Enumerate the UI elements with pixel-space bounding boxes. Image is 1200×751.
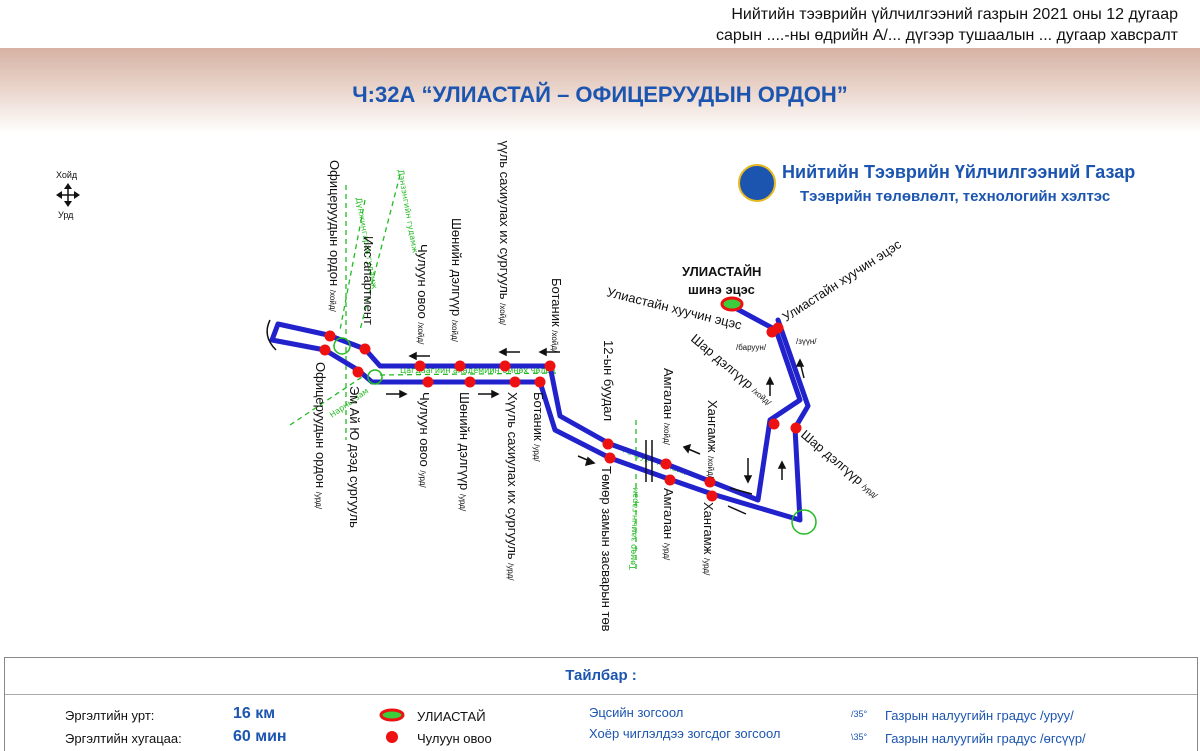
stop-label: Амгалан /хойд/ <box>661 368 676 446</box>
stop-dot <box>422 376 434 388</box>
stop-label: Улиастайн хуучин эцэс <box>779 236 904 324</box>
stop-dot <box>604 452 616 464</box>
stop-dot <box>706 490 718 502</box>
organization-department: Тээврийн төлөвлөлт, технологийн хэлтэс <box>800 188 1111 205</box>
stop-dot <box>414 360 426 372</box>
legend-slope-down-value: \35° <box>851 732 868 742</box>
stop-markers <box>319 322 802 502</box>
route-title: Ч:32А “УЛИАСТАЙ – ОФИЦЕРУУДЫН ОРДОН” <box>352 82 848 107</box>
order-note-line2: сарын ....-ны өдрийн А/... дүгээр тушаал… <box>716 27 1178 44</box>
legend-length-value: 16 км <box>233 705 276 722</box>
stop-dot <box>359 343 371 355</box>
legend-duration-label: Эргэлтийн хугацаа: <box>65 731 182 746</box>
legend-stop-icon <box>386 731 398 743</box>
stop-label: Шөнийн дэлгүүр /хойд/ <box>449 218 464 343</box>
street-label-s3: Цагдаагийн академийн өмнөх чөлөө <box>400 366 555 375</box>
organization-name: Нийтийн Тээврийн Үйлчилгээний Газар <box>782 162 1136 182</box>
stop-label: Хангамж /урд/ <box>701 502 716 576</box>
compass-arrows-icon <box>56 183 80 207</box>
stop-label: Амгалан /урд/ <box>661 488 676 561</box>
stop-dot <box>352 366 364 378</box>
legend-terminal-label: УЛИАСТАЙ <box>417 709 486 724</box>
stop-dot <box>664 474 676 486</box>
end-loop-center-icon <box>333 337 351 355</box>
stop-dot <box>499 360 511 372</box>
legend-slope-up-value: /35° <box>851 709 868 719</box>
legend-stop-label: Чулуун овоо <box>417 731 492 746</box>
stop-label: Хангамж /хойд/ <box>705 400 720 479</box>
stop-dot <box>544 360 556 372</box>
stop-label: 12-ын буудал <box>601 340 616 421</box>
street-label-s6: Төмөр замын гарам <box>628 487 640 571</box>
terminal-name: УЛИАСТАЙН <box>682 264 761 279</box>
legend-title: Тайлбар : <box>5 658 1197 695</box>
stop-label: Офицеруудын ордон /урд/ <box>313 362 328 510</box>
stop-label: Икс апартмент <box>361 236 376 325</box>
order-note-line1: Нийтийн тээврийн үйлчилгээний газрын 202… <box>731 6 1178 23</box>
stop-label: Хүүль сахиулах их сургууль /хойд/ <box>497 140 512 326</box>
stop-dot <box>319 344 331 356</box>
stop-dot <box>509 376 521 388</box>
stop-dot <box>772 322 784 334</box>
stop-label-dir: /зүүн/ <box>796 337 817 346</box>
end-loop-right-icon <box>791 509 817 535</box>
route-south-path <box>322 317 811 523</box>
terminal-ellipse-icon <box>720 296 744 312</box>
stop-label: Ботаник /урд/ <box>531 392 546 462</box>
legend-two-way-stop-label: Хоёр чиглэлдээ зогсдог зогсоол <box>589 726 781 741</box>
stop-label: Чулуун овоо /хойд/ <box>415 244 430 345</box>
legend-slope-up-label: Газрын налуугийн градус /уруу/ <box>885 708 1074 723</box>
organization-block: Нийтийн Тээврийн Үйлчилгээний Газар Тээв… <box>738 158 1158 210</box>
direction-arrows <box>386 347 805 515</box>
stop-label: Офицеруудын ордон /хойд/ <box>327 160 342 312</box>
compass: Хойд Урд <box>46 170 90 222</box>
stop-dot <box>704 476 716 488</box>
legend-slope-down-label: Газрын налуугийн градус /өгсүүр/ <box>885 731 1086 746</box>
stop-dot <box>464 376 476 388</box>
stop-label: Хүүль сахиулах их сургууль /урд/ <box>505 392 520 581</box>
stop-dot <box>660 458 672 470</box>
slope-value: 35 <box>853 709 864 719</box>
agency-emblem-icon <box>738 164 776 202</box>
stop-label: Эм Ай Ю дээд сургууль <box>347 386 362 528</box>
terminal-sub: шинэ эцэс <box>688 282 755 297</box>
legend-duration-value: 60 мин <box>233 728 287 745</box>
stop-dot <box>602 438 614 450</box>
compass-south-label: Урд <box>58 210 74 220</box>
end-loop-left-icon <box>266 319 277 351</box>
stop-dot <box>790 422 802 434</box>
end-loop-inner-icon <box>367 369 383 385</box>
stop-label: Шөнийн дэлгүүр /урд/ <box>457 392 472 512</box>
stop-dot <box>534 376 546 388</box>
compass-north-label: Хойд <box>56 170 78 180</box>
stop-dot <box>768 418 780 430</box>
stop-dot <box>324 330 336 342</box>
legend-terminal-icon <box>379 708 405 722</box>
route-map: Дүнжингарав гудамж Дэнзэнгийн гудамж Цаг… <box>266 140 904 632</box>
legend-end-stop-label: Эцсийн зогсоол <box>589 705 684 720</box>
stop-label: Төмөр замын засварын төв <box>599 466 614 632</box>
legend-panel: Тайлбар : Эргэлтийн урт: 16 км Эргэлтийн… <box>4 657 1198 751</box>
slope-value: 35 <box>853 732 864 742</box>
street-label-s2: Дэнзэнгийн гудамж <box>396 169 420 254</box>
stop-label: Шар дэлгүүр /урд/ <box>798 427 883 502</box>
header-band <box>0 48 1200 133</box>
stop-label: Чулуун овоо /урд/ <box>417 392 432 488</box>
stop-dot <box>454 360 466 372</box>
stop-label: Ботаник /хойд/ <box>549 278 564 353</box>
stop-label-dir: /баруун/ <box>736 343 767 352</box>
legend-length-label: Эргэлтийн урт: <box>65 708 155 723</box>
